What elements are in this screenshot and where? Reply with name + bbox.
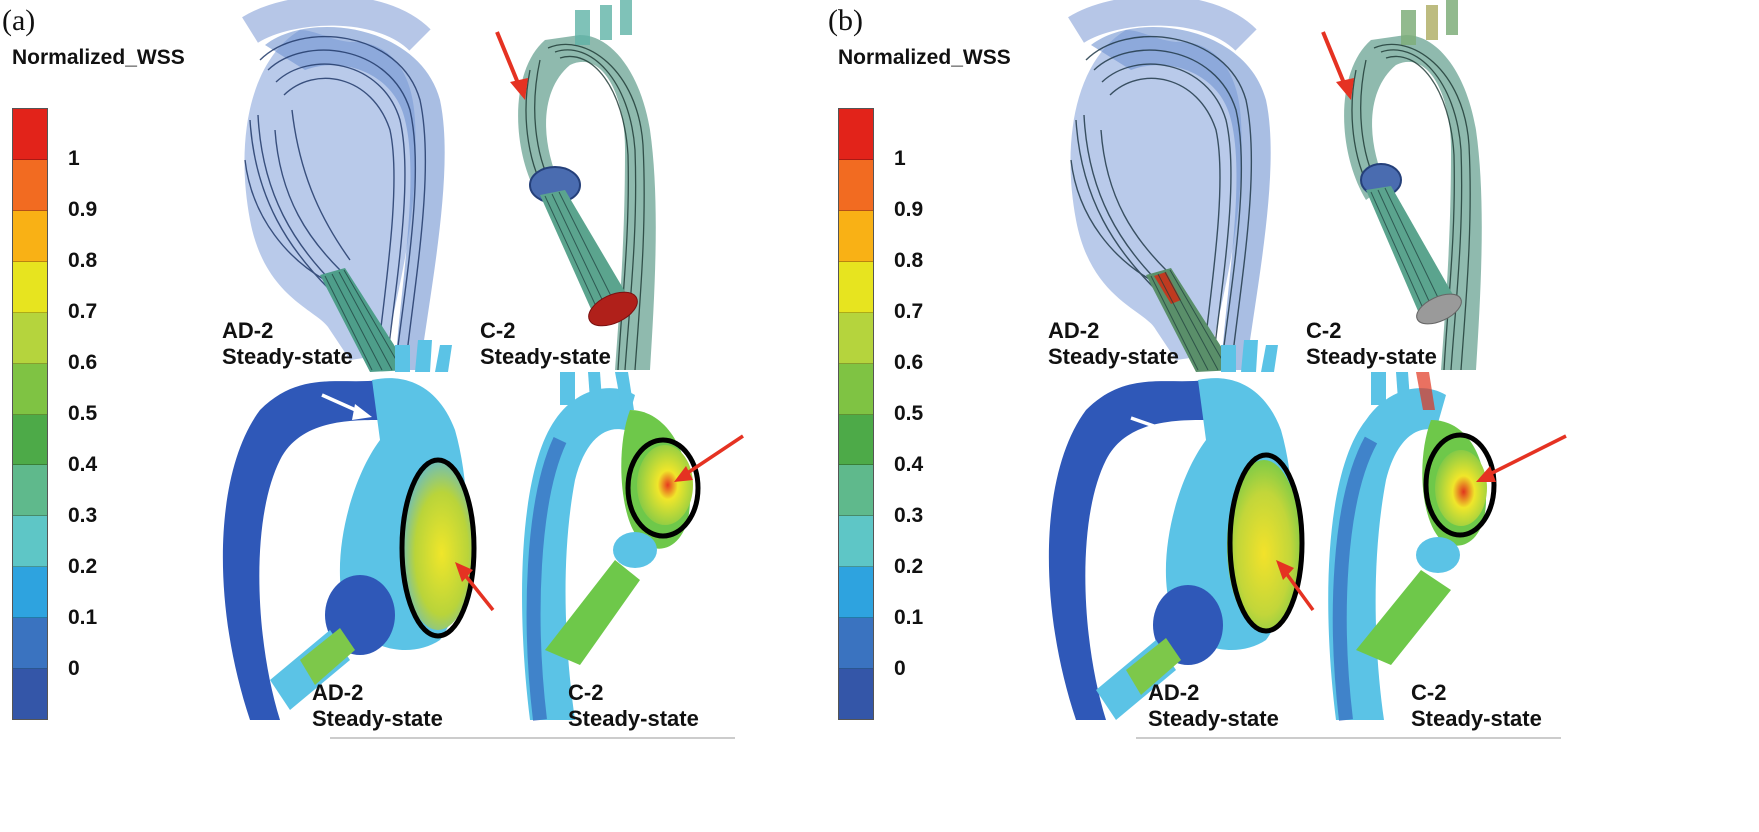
colorbar-tick-label: 0.8 — [894, 249, 924, 272]
colorbar-tick-label: 0.6 — [894, 351, 924, 374]
colorbar-segment — [13, 465, 47, 517]
bottom-right-wss-model — [1136, 372, 1567, 739]
colorbar-segment — [13, 567, 47, 619]
colorbar-tick-label: 0.1 — [894, 606, 924, 629]
panel-letter: (a) — [2, 4, 36, 37]
panel-letter: (b) — [828, 4, 863, 37]
colorbar-segment — [839, 669, 873, 720]
bottom-right-wss-model — [330, 372, 744, 739]
colorbar-segment — [839, 159, 873, 211]
colorbar-segment — [839, 109, 873, 160]
colorbar-tick-label: 0.2 — [68, 555, 98, 578]
colorbar-tick-label: 0.3 — [894, 504, 924, 527]
colorbar — [12, 108, 48, 720]
bottom-left-wss-model — [1048, 340, 1315, 720]
colorbar-tick-label: 0.5 — [68, 402, 98, 425]
colorbar-segment — [13, 210, 47, 262]
colorbar-segment — [13, 363, 47, 415]
aorta-figure — [222, 0, 744, 739]
colorbar-tick-label: 0.1 — [68, 606, 98, 629]
colorbar-segment — [13, 159, 47, 211]
colorbar-segment — [839, 465, 873, 517]
colorbar-tick-label: 0.4 — [68, 453, 98, 476]
colorbar-tick-label: 0.9 — [68, 198, 98, 221]
colorbar-segment — [13, 516, 47, 568]
colorbar-segment — [13, 618, 47, 670]
colorbar-tick-label: 0 — [68, 657, 80, 680]
colorbar — [838, 108, 874, 720]
colorbar-tick-label: 0.2 — [894, 555, 924, 578]
colorbar-tick-label: 0.6 — [68, 351, 98, 374]
colorbar-title: Normalized_WSS — [12, 46, 185, 69]
panel-b: (b) Normalized_WSS 1 0.9 0.8 0.7 0.6 0.5 0.4 0.… — [826, 0, 1706, 832]
colorbar-tick-label: 0.4 — [894, 453, 924, 476]
colorbar-segment — [839, 618, 873, 670]
colorbar-segment — [13, 109, 47, 160]
top-left-streamline-model — [242, 0, 445, 372]
colorbar-tick-label: 0.7 — [894, 300, 924, 323]
colorbar-tick-label: 0.7 — [68, 300, 98, 323]
colorbar-segment — [839, 312, 873, 364]
colorbar-tick-label: 0 — [894, 657, 906, 680]
aorta-figure — [1048, 0, 1567, 739]
colorbar-tick-label: 1 — [894, 147, 906, 170]
colorbar-segment — [839, 210, 873, 262]
top-right-streamline-model — [495, 0, 656, 371]
colorbar-segment — [13, 414, 47, 466]
colorbar-tick-label: 1 — [68, 147, 80, 170]
colorbar-segment — [13, 261, 47, 313]
colorbar-tick-label: 0.9 — [894, 198, 924, 221]
top-left-streamline-model — [1068, 0, 1271, 372]
colorbar-tick-label: 0.5 — [894, 402, 924, 425]
bottom-left-wss-model — [222, 340, 495, 720]
colorbar-segment — [13, 312, 47, 364]
colorbar-tick-label: 0.8 — [68, 249, 98, 272]
colorbar-segment — [839, 516, 873, 568]
colorbar-segment — [839, 261, 873, 313]
top-right-streamline-model — [1321, 0, 1482, 371]
panel-a: (a) Normalized_WSS 1 0.9 0.8 0.7 0.6 0.5 0.4 0.… — [2, 0, 744, 739]
colorbar-segment — [839, 567, 873, 619]
colorbar-tick-label: 0.3 — [68, 504, 98, 527]
colorbar-title: Normalized_WSS — [838, 46, 1011, 69]
colorbar-segment — [839, 414, 873, 466]
colorbar-segment — [13, 669, 47, 720]
colorbar-segment — [839, 363, 873, 415]
